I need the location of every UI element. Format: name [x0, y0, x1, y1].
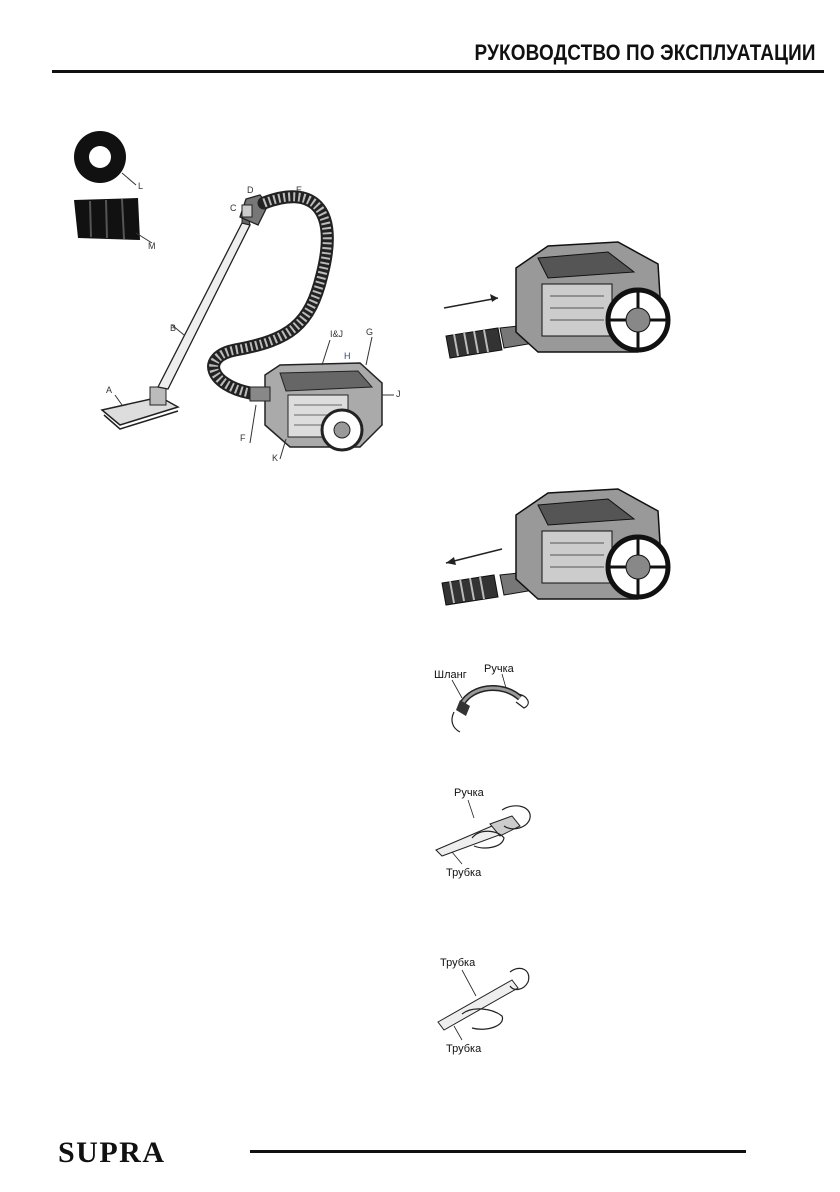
- filter-ring-part: L: [74, 131, 143, 191]
- page-title: РУКОВОДСТВО ПО ЭКСПЛУАТАЦИИ: [475, 40, 816, 66]
- label-tube-top: Трубка: [440, 957, 476, 969]
- tube-tube-figure: Трубка Трубка: [432, 952, 542, 1056]
- label-b: B: [170, 323, 176, 333]
- label-handle: Ручка: [484, 663, 515, 675]
- footer-rule: [250, 1150, 746, 1153]
- label-k: K: [272, 453, 278, 463]
- header-rule: [52, 70, 824, 73]
- label-tube-bottom: Трубка: [446, 1043, 482, 1055]
- label-f: F: [240, 433, 246, 443]
- label-hose: Шланг: [434, 669, 467, 681]
- label-g: G: [366, 327, 373, 337]
- label-c: C: [230, 203, 237, 213]
- hose-insert-figure: [438, 228, 678, 363]
- label-handle-2: Ручка: [454, 787, 485, 799]
- arrow-right-icon: [444, 294, 498, 308]
- vacuum-parts-figure: L M A B C D E: [60, 125, 420, 470]
- label-l: L: [138, 181, 143, 191]
- floor-nozzle-part: A: [102, 385, 178, 429]
- arrow-left-icon: [446, 549, 502, 565]
- telescopic-tube-part: B: [158, 213, 250, 389]
- label-j: J: [396, 389, 401, 399]
- pleated-filter-part: M: [74, 198, 156, 251]
- hose-handle-figure: Шланг Ручка: [432, 660, 542, 735]
- label-d: D: [247, 185, 254, 195]
- brand-logo: SUPRA: [58, 1136, 166, 1170]
- handle-tube-figure: Ручка Трубка: [432, 780, 542, 880]
- label-ij: I&J: [330, 329, 343, 339]
- label-a: A: [106, 385, 112, 395]
- hose-remove-figure: [438, 475, 678, 610]
- label-tube: Трубка: [446, 867, 482, 879]
- label-m: M: [148, 241, 156, 251]
- label-h: H: [344, 351, 351, 361]
